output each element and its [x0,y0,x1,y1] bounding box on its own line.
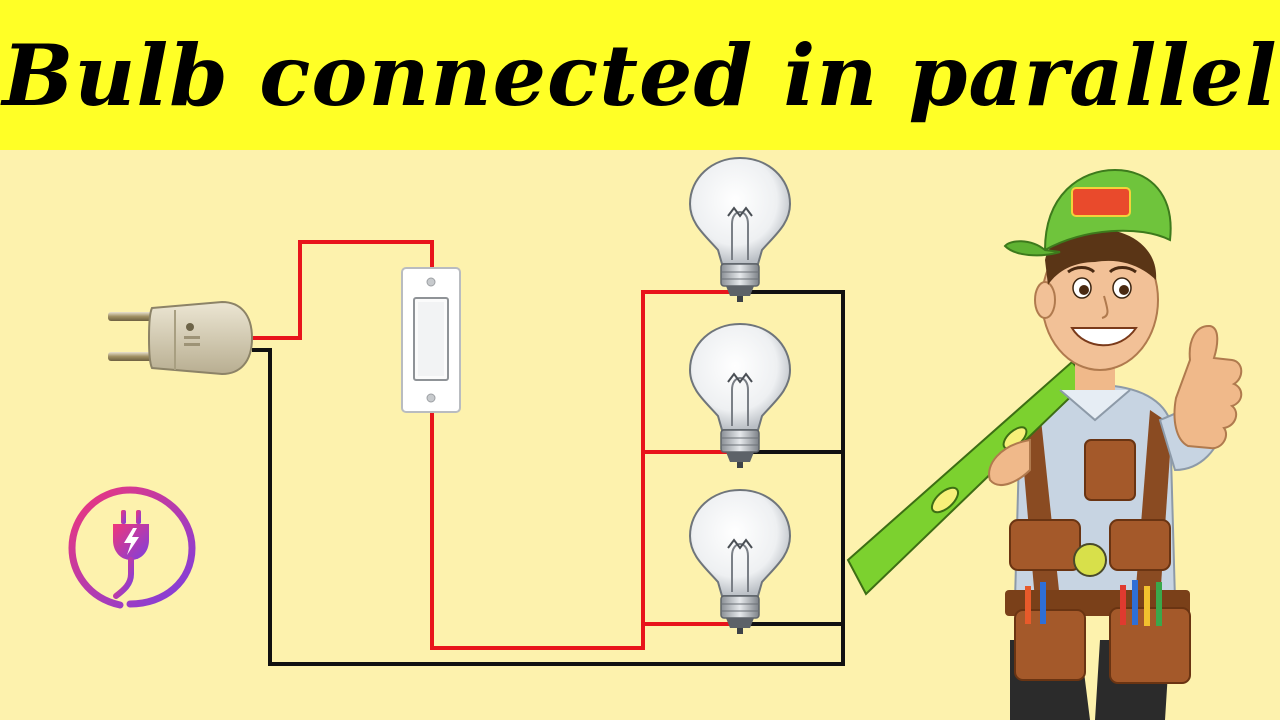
light-bulb-icon [689,323,791,469]
electrician-mascot-illustration [846,168,1243,720]
wall-switch-icon [401,267,461,413]
light-bulb-icon [689,489,791,635]
phase-wire-plug-to-switch [252,240,434,340]
two-pin-plug-icon [108,300,254,376]
electric-plug-logo-icon [68,486,196,609]
neutral-wire-main [252,290,845,666]
page-title: Bulb connected in parallel [2,25,1278,125]
phase-wire-switch-to-bulbs [430,290,740,650]
wiring [252,240,845,666]
light-bulb-icon [689,157,791,303]
title-banner: Bulb connected in parallel [0,0,1280,150]
